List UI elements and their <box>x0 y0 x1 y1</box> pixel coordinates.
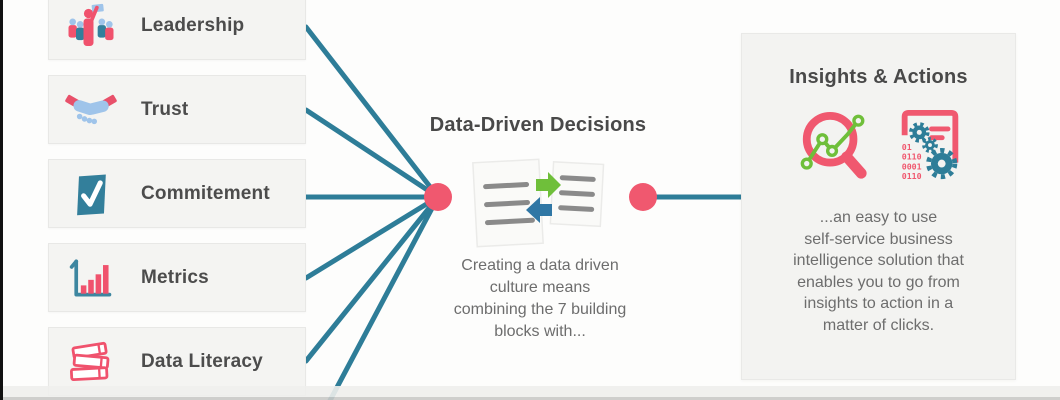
svg-text:0110: 0110 <box>901 152 921 162</box>
block-metrics: Metrics <box>48 243 306 312</box>
block-label: Trust <box>141 98 189 120</box>
block-label: Data Literacy <box>141 350 263 372</box>
insights-panel: Insights & Actions 01 0110 0001 0110 <box>741 33 1016 380</box>
insights-icons: 01 0110 0001 0110 <box>742 107 1015 187</box>
binary-document-gears-icon: 01 0110 0001 0110 <box>901 109 958 181</box>
gear-icon <box>925 147 957 180</box>
caption-line: Creating a data driven <box>461 257 619 274</box>
arrow-right-icon <box>536 172 561 198</box>
gear-icon <box>921 137 938 153</box>
handshake-icon <box>65 83 117 137</box>
line-data-literacy <box>303 194 441 364</box>
svg-text:0110: 0110 <box>901 171 921 181</box>
hub-dot-left <box>424 183 452 211</box>
insights-body-line: self-service business <box>804 230 953 248</box>
block-trust: Trust <box>48 75 306 144</box>
insights-body: ...an easy to use self-service business … <box>770 207 988 336</box>
block-commitement: Commitement <box>48 159 306 228</box>
insights-body-line: matter of clicks. <box>822 316 935 334</box>
screen-edge-bottom <box>0 386 1060 400</box>
caption-line: culture means <box>489 279 591 296</box>
bar-chart-icon <box>65 251 117 305</box>
leadership-icon <box>65 0 117 53</box>
block-leadership: Leadership <box>48 0 306 60</box>
insights-body-line: enables you to go from <box>797 273 960 291</box>
hub-dot-right <box>629 183 657 211</box>
block-label: Metrics <box>141 266 209 288</box>
books-icon <box>65 335 117 389</box>
documents-exchange-icon <box>472 158 605 248</box>
center-caption: Creating a data driven culture means com… <box>420 255 660 343</box>
arrow-left-icon <box>526 197 552 223</box>
insights-title: Insights & Actions <box>789 66 968 88</box>
svg-text:0001: 0001 <box>901 161 921 171</box>
svg-text:01: 01 <box>901 142 911 152</box>
center-title: Data-Driven Decisions <box>429 114 647 136</box>
magnifier-chart-icon <box>800 111 867 179</box>
caption-line: blocks with... <box>494 323 586 340</box>
block-label: Leadership <box>141 14 245 36</box>
insights-body-line: insights to action in a <box>803 295 954 312</box>
block-label: Commitement <box>141 182 270 204</box>
line-offscreen-block <box>327 194 441 400</box>
line-metrics <box>303 194 441 281</box>
line-trust <box>303 107 441 200</box>
caption-line: combining the 7 building <box>453 301 627 318</box>
checkbox-icon <box>65 167 117 221</box>
gear-icon <box>908 122 930 143</box>
screen-edge-left <box>0 0 3 400</box>
insights-body-line: intelligence solution that <box>793 252 964 269</box>
line-leadership <box>303 24 441 200</box>
insights-body-line: ...an easy to use <box>819 209 938 226</box>
